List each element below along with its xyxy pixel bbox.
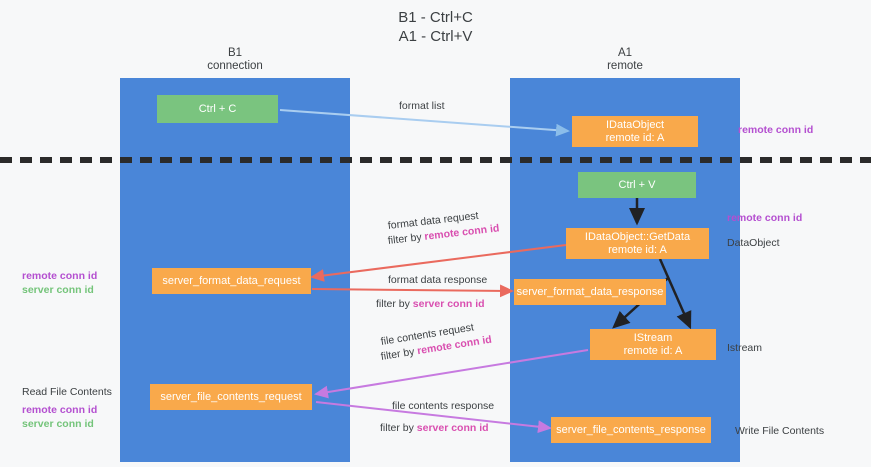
node-server-format-data-request-label: server_format_data_request	[162, 274, 301, 287]
annotation-right-remote-conn-id-mid: remote conn id	[727, 212, 803, 224]
node-server-format-data-request[interactable]: server_format_data_request	[152, 268, 311, 294]
annotation-right-dataobject: DataObject	[727, 237, 780, 249]
node-istream-sublabel: remote id: A	[623, 344, 683, 357]
node-ctrl-v-label: Ctrl + V	[618, 178, 656, 191]
edge-label-format-data-response-filter: filter by server conn id	[376, 298, 485, 311]
node-server-file-contents-response-label: server_file_contents_response	[556, 423, 706, 436]
page-title-line-1: B1 - Ctrl+C	[398, 9, 473, 26]
node-server-file-contents-request-label: server_file_contents_request	[160, 390, 302, 403]
node-server-file-contents-response[interactable]: server_file_contents_response	[551, 417, 711, 443]
node-idataobject[interactable]: IDataObject remote id: A	[572, 116, 698, 147]
lane-header-b1: B1 connection	[120, 47, 350, 73]
node-getdata-label: IDataObject::GetData	[584, 230, 691, 243]
filter-key-file-contents-response: server conn id	[416, 422, 489, 434]
annotation-left-read-file-contents: Read File Contents	[22, 386, 112, 398]
lane-header-b1-line-1: B1	[227, 47, 243, 59]
node-server-format-data-response[interactable]: server_format_data_response	[514, 279, 666, 305]
filter-prefix-format-data-response: filter by	[376, 298, 413, 310]
node-istream[interactable]: IStream remote id: A	[590, 329, 716, 360]
node-idataobject-sublabel: remote id: A	[605, 131, 665, 144]
node-idataobject-label: IDataObject	[605, 118, 665, 131]
annotation-left-server-conn-id: server conn id	[22, 284, 94, 296]
node-ctrl-c[interactable]: Ctrl + C	[157, 95, 278, 123]
edge-label-format-list: format list	[399, 100, 445, 112]
node-istream-label: IStream	[633, 331, 673, 344]
annotation-left-server-conn-id-2: server conn id	[22, 418, 94, 430]
edge-label-file-contents-response-filter: filter by server conn id	[380, 422, 489, 435]
node-server-format-data-response-label: server_format_data_response	[516, 285, 664, 298]
annotation-left-remote-conn-id-2: remote conn id	[22, 404, 98, 416]
edge-label-format-data-response: format data response	[388, 274, 488, 286]
lane-header-b1-line-2: connection	[207, 60, 263, 72]
page-title-line-2: A1 - Ctrl+V	[398, 28, 473, 45]
node-ctrl-v[interactable]: Ctrl + V	[578, 172, 696, 198]
filter-prefix-format-data-request: filter by	[387, 230, 426, 247]
annotation-right-write-file-contents: Write File Contents	[735, 425, 825, 437]
lane-header-a1-line-1: A1	[617, 47, 633, 59]
node-server-file-contents-request[interactable]: server_file_contents_request	[150, 384, 312, 410]
node-ctrl-c-label: Ctrl + C	[198, 102, 237, 115]
filter-key-format-data-response: server conn id	[412, 298, 485, 310]
annotation-right-istream: Istream	[727, 342, 763, 354]
lane-header-a1-line-2: remote	[607, 60, 643, 72]
node-idataobject-getdata[interactable]: IDataObject::GetData remote id: A	[566, 228, 709, 259]
filter-prefix-file-contents-response: filter by	[380, 422, 417, 434]
annotation-left-remote-conn-id: remote conn id	[22, 270, 98, 282]
page-title: B1 - Ctrl+C A1 - Ctrl+V	[0, 8, 871, 46]
annotation-right-remote-conn-id-top: remote conn id	[738, 124, 814, 136]
lane-header-a1: A1 remote	[510, 47, 740, 73]
edge-label-file-contents-response: file contents response	[392, 400, 495, 412]
node-getdata-sublabel: remote id: A	[608, 243, 667, 256]
